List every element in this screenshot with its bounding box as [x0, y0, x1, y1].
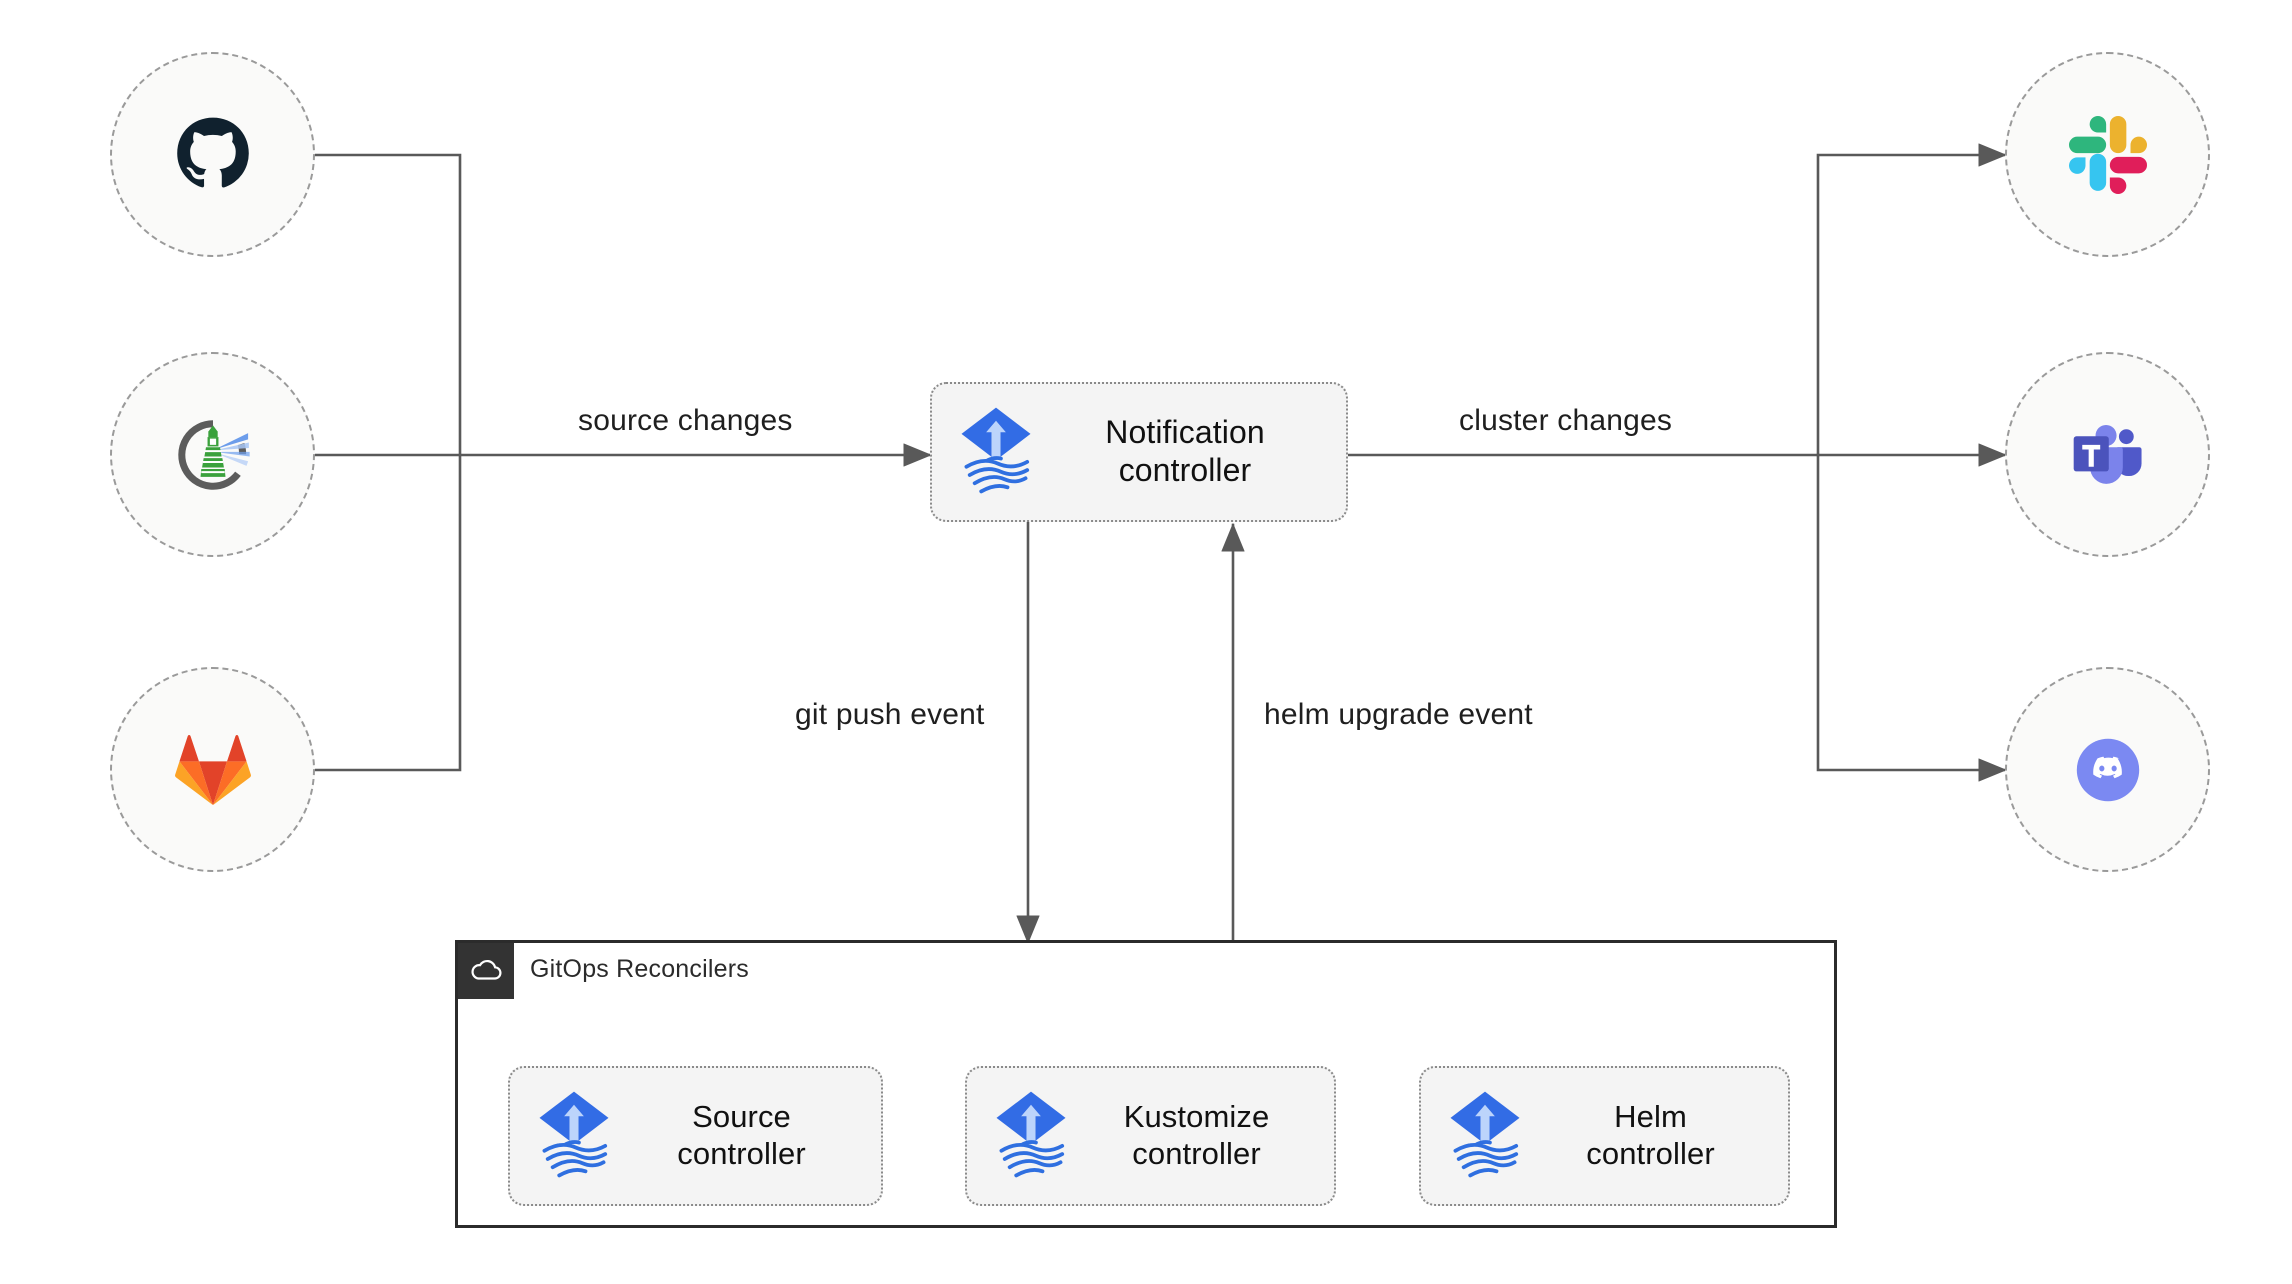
flux-icon [539, 1091, 609, 1178]
destination-node-slack[interactable] [2005, 52, 2210, 257]
kustomize-controller-label: Kustomize controller [1123, 1099, 1270, 1171]
destination-node-discord[interactable] [2005, 667, 2210, 872]
wire-bus-slack [1816, 143, 2008, 457]
source-controller-node[interactable]: Source controller [508, 1066, 883, 1206]
teams-icon [2073, 424, 2142, 484]
wire-github-bus [311, 153, 462, 457]
flux-icon [1450, 1091, 1520, 1178]
source-controller-label: Source controller [677, 1099, 806, 1171]
group-title: GitOps Reconcilers [530, 955, 749, 983]
github-icon [176, 117, 249, 188]
helm-controller-node[interactable]: Helm controller [1419, 1066, 1790, 1206]
gitops-reconcilers-group: GitOps Reconcilers Source controller [455, 940, 1837, 1228]
source-node-harbor[interactable] [110, 352, 315, 557]
destination-node-teams[interactable] [2005, 352, 2210, 557]
source-node-github[interactable] [110, 52, 315, 257]
flux-icon [996, 1091, 1066, 1178]
edge-label-git-push-event: git push event [795, 698, 985, 731]
helm-controller-label: Helm controller [1586, 1099, 1715, 1171]
harbor-icon [177, 419, 250, 490]
discord-icon [2076, 738, 2139, 801]
source-node-gitlab[interactable] [110, 667, 315, 872]
notification-controller-node[interactable]: Notification controller [930, 382, 1348, 522]
wire-bus-discord [1816, 453, 2008, 782]
gitlab-icon [174, 734, 251, 805]
kustomize-controller-node[interactable]: Kustomize controller [965, 1066, 1336, 1206]
group-tab [458, 943, 514, 999]
edge-label-helm-upgrade-event: helm upgrade event [1264, 698, 1533, 731]
flux-icon [961, 407, 1031, 494]
slack-icon [2068, 115, 2147, 194]
wire-gitlab-bus [311, 453, 462, 772]
edge-label-source-changes: source changes [578, 404, 793, 437]
edge-label-cluster-changes: cluster changes [1459, 404, 1673, 437]
cloud-icon [471, 959, 502, 980]
notification-controller-label: Notification controller [1105, 414, 1265, 488]
